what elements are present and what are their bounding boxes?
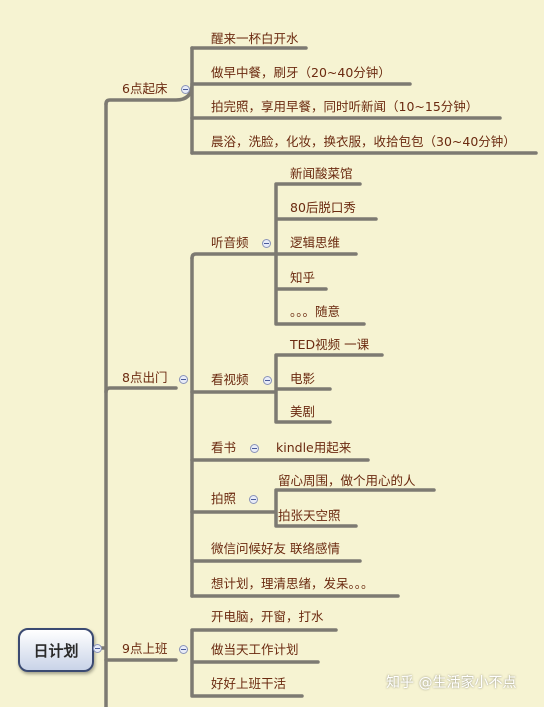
branch-work-label: 9点上班 [122, 641, 168, 656]
collapse-icon[interactable] [179, 375, 188, 384]
audio-item-3: 逻辑思维 [290, 235, 341, 250]
root-node[interactable]: 日计划 [18, 628, 94, 672]
branch-wake-label: 6点起床 [122, 81, 168, 96]
photo-label: 拍照 [211, 491, 237, 506]
audio-item-2: 80后脱口秀 [290, 200, 356, 215]
audio-label: 听音频 [211, 235, 249, 250]
audio-item-5: 。。。随意 [290, 304, 341, 319]
watermark: 知乎 @生活家小不点 [386, 675, 517, 691]
collapse-icon[interactable] [179, 645, 188, 654]
collapse-icon[interactable] [263, 376, 272, 385]
wake-item-3: 拍完照，享用早餐，同时听新闻（10~15分钟） [211, 99, 479, 114]
wake-item-4: 晨浴，洗脸，化妆，换衣服，收拾包包（30~40分钟） [211, 134, 516, 149]
collapse-icon[interactable] [93, 644, 102, 653]
work-item-2: 做当天工作计划 [211, 642, 299, 657]
collapse-icon[interactable] [250, 444, 259, 453]
audio-item-1: 新闻酸菜馆 [290, 166, 353, 181]
work-item-3: 好好上班干活 [211, 676, 287, 691]
video-label: 看视频 [211, 372, 249, 387]
wechat-item: 微信问候好友 联络感情 [211, 541, 340, 556]
video-item-3: 美剧 [290, 404, 316, 419]
plan-item: 想计划，理清思绪，发呆。。。 [211, 576, 374, 591]
photo-item-2: 拍张天空照 [278, 508, 341, 523]
wake-item-2: 做早中餐，刷牙（20~40分钟） [211, 65, 391, 80]
collapse-icon[interactable] [249, 495, 258, 504]
collapse-icon[interactable] [181, 85, 190, 94]
collapse-icon[interactable] [262, 239, 271, 248]
book-label: 看书 [211, 440, 237, 455]
book-item: kindle用起来 [276, 440, 352, 455]
wake-item-1: 醒来一杯白开水 [211, 31, 299, 46]
photo-item-1: 留心周围，做个用心的人 [278, 473, 416, 488]
branch-out-label: 8点出门 [122, 370, 168, 385]
video-item-2: 电影 [290, 371, 316, 386]
audio-item-4: 知乎 [290, 270, 316, 285]
work-item-1: 开电脑，开窗，打水 [211, 609, 324, 624]
root-label: 日计划 [33, 641, 79, 660]
video-item-1: TED视频 一课 [290, 337, 370, 352]
